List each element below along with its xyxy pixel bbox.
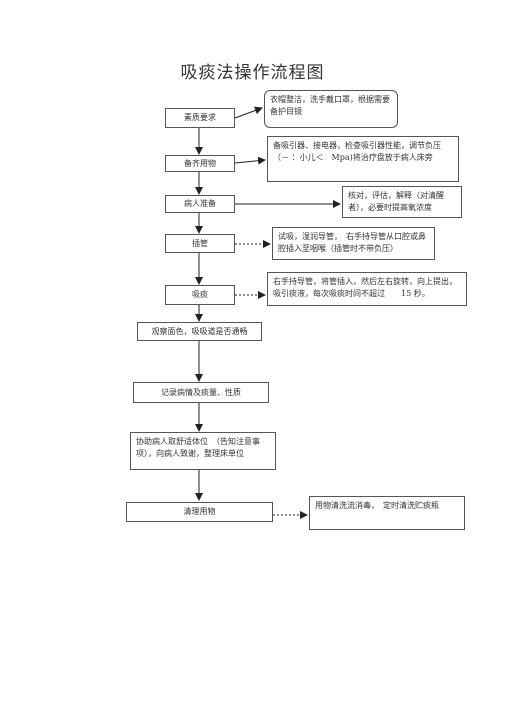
step-label: 病人准备 — [184, 199, 216, 208]
note-text: 核对，评估，解释（对清醒者），必要时提高氧浓度 — [348, 191, 444, 212]
note-text: 衣帽整洁，洗手戴口罩，根据需要备护目镜 — [270, 95, 390, 116]
step-label: 吸痰 — [192, 290, 208, 299]
step-insert-tube: 插管 — [165, 234, 235, 253]
step-label: 清理用物 — [183, 507, 216, 516]
step-label: 备齐用物 — [184, 158, 216, 168]
note-clean-supplies: 用物清洗流消毒， 定时清洗贮痰瓶 — [309, 496, 465, 530]
step-label: 协助病人取舒适体位 （告知注意事项），向病人致谢，整理床单位 — [136, 437, 260, 458]
note-patient-preparation: 核对，评估，解释（对清醒者），必要时提高氧浓度 — [342, 186, 462, 218]
arrow-h1 — [234, 106, 263, 119]
note-text: 右手持导管，将管插入，然后左右旋转，向上提出，吸引痰液，每次吸痰时间不超过 15… — [273, 277, 457, 298]
note-suction: 右手持导管，将管插入，然后左右旋转，向上提出，吸引痰液，每次吸痰时间不超过 15… — [267, 272, 467, 306]
note-quality-requirements: 衣帽整洁，洗手戴口罩，根据需要备护目镜 — [264, 90, 398, 128]
step-quality-requirements: 素质要求 — [165, 108, 235, 128]
step-observe-complexion: 观察面色，吸吸道是否通畅 — [137, 322, 262, 341]
step-suction: 吸痰 — [165, 285, 235, 305]
step-prepare-supplies: 备齐用物 — [165, 155, 235, 172]
step-label: 观察面色，吸吸道是否通畅 — [151, 326, 248, 336]
note-text: 用物清洗流消毒， 定时清洗贮痰瓶 — [315, 501, 439, 510]
step-label: 插管 — [192, 238, 208, 248]
step-clean-supplies: 清理用物 — [126, 502, 273, 522]
step-patient-preparation: 病人准备 — [165, 195, 235, 213]
page-title: 吸痰法操作流程图 — [180, 63, 325, 83]
note-insert-tube: 试吸，湿润导管， 右手持导管从口腔或鼻腔插入至咽喉（插管时不带负压） — [272, 227, 435, 260]
note-text: 试吸，湿润导管， 右手持导管从口腔或鼻腔插入至咽喉（插管时不带负压） — [278, 232, 426, 253]
step-label: 记录病情及痰量、性质 — [161, 387, 241, 397]
arrow-h2 — [234, 156, 266, 165]
step-assist-patient: 协助病人取舒适体位 （告知注意事项），向病人致谢，整理床单位 — [130, 432, 276, 470]
step-label: 素质要求 — [184, 113, 216, 122]
note-text: 备吸引器、接电器，检查吸引器性能，调节负压（－ ：小儿＜ Mpa)将治疗盘放于病… — [273, 141, 441, 162]
note-prepare-supplies: 备吸引器、接电器，检查吸引器性能，调节负压（－ ：小儿＜ Mpa)将治疗盘放于病… — [267, 136, 459, 182]
step-record-condition: 记录病情及痰量、性质 — [133, 382, 269, 403]
